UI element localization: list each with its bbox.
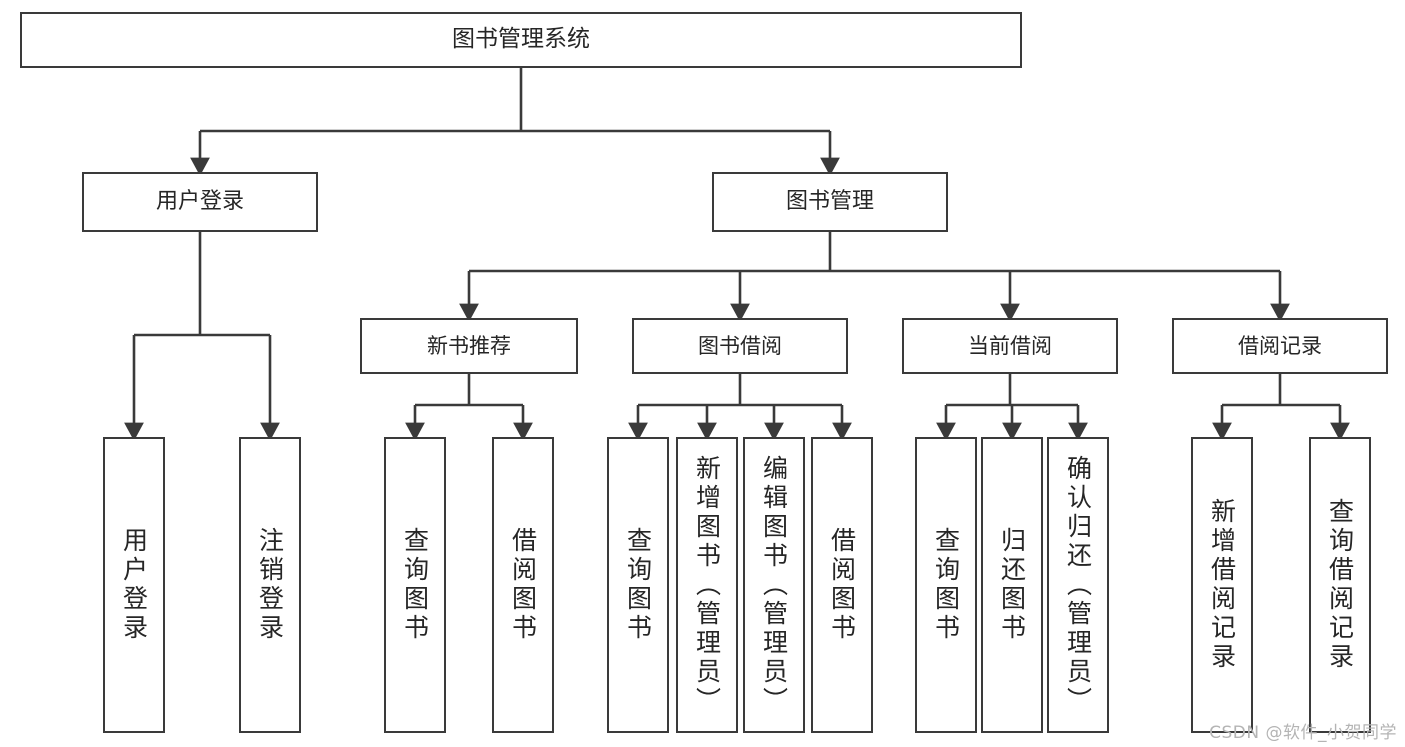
leaf-book-borrow-2-label: 新增图书（管理员） — [692, 454, 722, 716]
leaf-book-borrow-3[interactable]: 编辑图书（管理员） — [743, 437, 805, 733]
leaf-user-login-1[interactable]: 用户登录 — [103, 437, 165, 733]
leaf-new-book-1[interactable]: 查询图书 — [384, 437, 446, 733]
leaf-book-borrow-4-label: 借阅图书 — [827, 527, 857, 643]
leaf-borrow-record-1[interactable]: 新增借阅记录 — [1191, 437, 1253, 733]
leaf-book-borrow-2[interactable]: 新增图书（管理员） — [676, 437, 738, 733]
leaf-current-borrow-3[interactable]: 确认归还（管理员） — [1047, 437, 1109, 733]
node-book-manage[interactable]: 图书管理 — [712, 172, 948, 232]
node-root-label: 图书管理系统 — [452, 26, 590, 53]
node-user-login-label: 用户登录 — [155, 189, 244, 215]
leaf-user-login-2[interactable]: 注销登录 — [239, 437, 301, 733]
node-new-book[interactable]: 新书推荐 — [360, 318, 578, 374]
leaf-borrow-record-2-label: 查询借阅记录 — [1325, 498, 1355, 672]
leaf-user-login-1-label: 用户登录 — [119, 527, 149, 643]
leaf-current-borrow-2[interactable]: 归还图书 — [981, 437, 1043, 733]
csdn-watermark: CSDN @软件_小贺同学 — [1209, 723, 1397, 743]
node-root[interactable]: 图书管理系统 — [20, 12, 1022, 68]
leaf-current-borrow-3-label: 确认归还（管理员） — [1063, 454, 1093, 716]
node-current-borrow-label: 当前借阅 — [968, 333, 1052, 358]
leaf-borrow-record-1-label: 新增借阅记录 — [1207, 498, 1237, 672]
node-borrow-record-label: 借阅记录 — [1238, 333, 1322, 358]
node-current-borrow[interactable]: 当前借阅 — [902, 318, 1118, 374]
leaf-new-book-1-label: 查询图书 — [400, 527, 430, 643]
leaf-book-borrow-3-label: 编辑图书（管理员） — [759, 454, 789, 716]
leaf-current-borrow-2-label: 归还图书 — [997, 527, 1027, 643]
leaf-book-borrow-1[interactable]: 查询图书 — [607, 437, 669, 733]
leaf-book-borrow-4[interactable]: 借阅图书 — [811, 437, 873, 733]
node-book-borrow[interactable]: 图书借阅 — [632, 318, 848, 374]
leaf-user-login-2-label: 注销登录 — [255, 527, 285, 643]
node-book-manage-label: 图书管理 — [785, 189, 874, 215]
leaf-book-borrow-1-label: 查询图书 — [623, 527, 653, 643]
node-new-book-label: 新书推荐 — [427, 333, 511, 358]
node-user-login[interactable]: 用户登录 — [82, 172, 318, 232]
leaf-new-book-2[interactable]: 借阅图书 — [492, 437, 554, 733]
leaf-current-borrow-1-label: 查询图书 — [931, 527, 961, 643]
node-borrow-record[interactable]: 借阅记录 — [1172, 318, 1388, 374]
node-book-borrow-label: 图书借阅 — [698, 333, 782, 358]
leaf-borrow-record-2[interactable]: 查询借阅记录 — [1309, 437, 1371, 733]
leaf-new-book-2-label: 借阅图书 — [508, 527, 538, 643]
leaf-current-borrow-1[interactable]: 查询图书 — [915, 437, 977, 733]
